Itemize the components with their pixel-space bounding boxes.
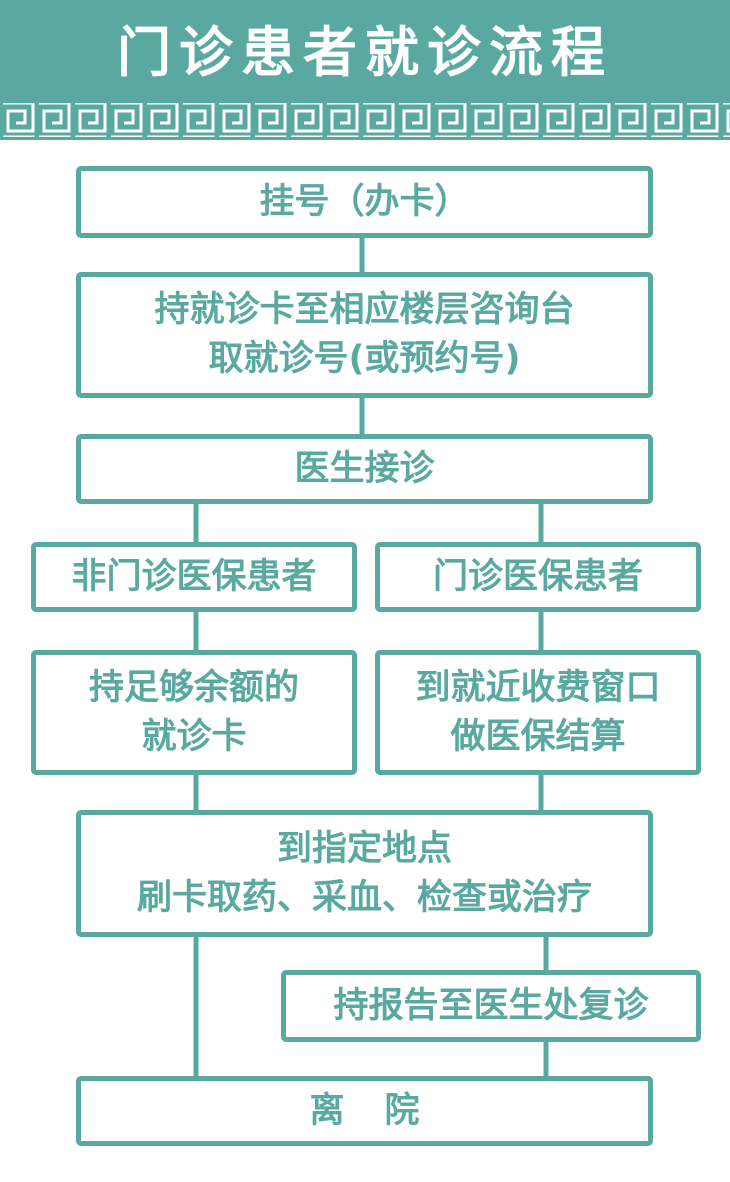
step-doctor: 医生接诊 [76, 434, 653, 504]
step-insured-label: 门诊医保患者 [432, 556, 643, 597]
step-designated-line1: 到指定地点 [276, 828, 452, 869]
step-consult-desk-line1: 持就诊卡至相应楼层咨询台 [154, 290, 575, 330]
step-sufficient-card-line1: 持足够余额的 [88, 667, 299, 708]
step-designated-location: 到指定地点 刷卡取药、采血、检查或治疗 [76, 810, 653, 937]
step-non-insured-label: 非门诊医保患者 [71, 556, 317, 597]
step-revisit-label: 持报告至医生处复诊 [333, 985, 649, 1026]
step-insured: 门诊医保患者 [375, 542, 701, 612]
step-non-insured: 非门诊医保患者 [31, 542, 357, 612]
header-banner: 门诊患者就诊流程 [0, 0, 730, 140]
step-designated-line2: 刷卡取药、采血、检查或治疗 [136, 877, 592, 918]
step-leave: 离院 [76, 1076, 653, 1146]
step-sufficient-card: 持足够余额的 就诊卡 [31, 650, 357, 775]
step-revisit: 持报告至医生处复诊 [281, 970, 701, 1042]
step-doctor-label: 医生接诊 [294, 448, 435, 489]
step-register-label: 挂号（办卡） [259, 181, 470, 222]
step-settlement: 到就近收费窗口 做医保结算 [375, 650, 701, 775]
step-settlement-line2: 做医保结算 [450, 716, 626, 757]
step-sufficient-card-line2: 就诊卡 [141, 716, 247, 757]
step-consult-desk-line2: 取就诊号(或预约号) [208, 339, 521, 379]
step-register: 挂号（办卡） [76, 166, 653, 238]
step-leave-label: 离院 [309, 1090, 460, 1131]
page-title: 门诊患者就诊流程 [117, 21, 613, 84]
decorative-pattern-border [0, 103, 730, 137]
step-consult-desk: 持就诊卡至相应楼层咨询台 取就诊号(或预约号) [76, 272, 653, 398]
step-settlement-line1: 到就近收费窗口 [415, 667, 661, 708]
